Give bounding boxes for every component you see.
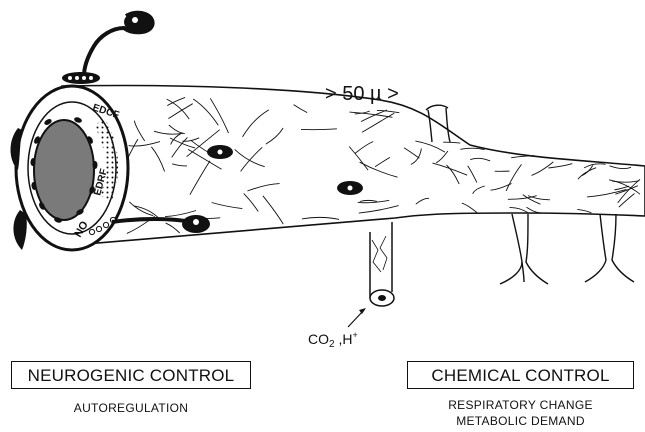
- distance-label: > 50 µ >: [325, 83, 399, 105]
- vessel-wall-outline: [62, 86, 645, 246]
- neurogenic-control-box: NEUROGENIC CONTROL: [11, 361, 251, 389]
- chemical-control-box: CHEMICAL CONTROL: [407, 361, 634, 389]
- metabolic-demand-caption: METABOLIC DEMAND: [407, 413, 634, 429]
- gas-label: CO2 ,H+: [308, 330, 358, 350]
- arteriole-branches: [500, 214, 634, 284]
- nerve-neuron-top: [62, 12, 153, 84]
- respiratory-change-caption: RESPIRATORY CHANGE: [407, 397, 634, 413]
- autoregulation-caption: AUTOREGULATION: [11, 400, 251, 416]
- descending-capillary: [370, 222, 392, 298]
